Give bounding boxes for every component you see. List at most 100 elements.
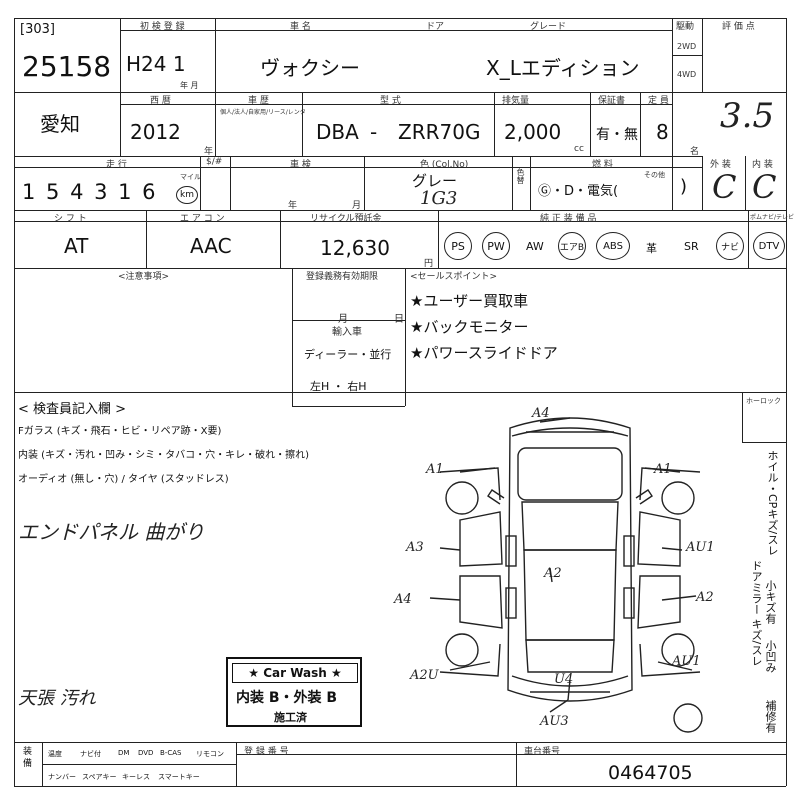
equip-leather: 革 (646, 242, 657, 255)
divider (748, 210, 749, 268)
label-sc: $/# (206, 157, 223, 167)
label-selling-points: <セールスポイント> (410, 272, 498, 282)
equip-pw: PW (482, 232, 510, 260)
label-model-code: 型 式 (380, 96, 401, 106)
divider (215, 18, 216, 156)
damage-code-u4: U4 (554, 672, 574, 687)
divider (438, 210, 439, 268)
km-unit: km (176, 186, 198, 204)
damage-code-a2u: A2U (410, 668, 439, 683)
cc-unit: cc (574, 144, 584, 154)
divider (364, 156, 365, 210)
label-first-reg: 初 検 登 録 (140, 22, 185, 32)
label-fuel: 燃 料 (592, 160, 613, 170)
inspection-year-unit: 年 (288, 201, 298, 211)
region: 愛知 (40, 112, 80, 136)
acc-item: DVD (138, 749, 154, 757)
label-accessories: 装 備 (21, 746, 31, 767)
divider (302, 92, 303, 156)
divider (516, 742, 517, 786)
divider (745, 156, 746, 210)
damage-code-a4-front: A4 (532, 406, 550, 421)
equip-navi: ナビ (716, 232, 744, 260)
recycle-fee: 12,630 (320, 236, 390, 260)
glass-line: Fガラス (キズ・飛石・ヒビ・リペア跡・X要) (18, 426, 222, 437)
row3-bottom (14, 210, 786, 211)
divider (120, 18, 121, 156)
label-recycle: リサイクル預託金 (310, 214, 382, 224)
interior-grade: C (752, 168, 777, 206)
label-interior: 内 装 (752, 160, 773, 170)
divider (742, 442, 786, 443)
label-shift: シ フ ト (54, 214, 87, 224)
border-top (14, 18, 786, 19)
label-reg-expiry: 登録義務有効期限 (306, 272, 379, 282)
year-month-label: 年 月 (180, 81, 199, 90)
divider (405, 268, 406, 406)
remark-end-panel: エンドパネル 曲がり (18, 520, 205, 544)
divider (230, 156, 231, 210)
acc-item: スマートキー (158, 773, 200, 781)
interior-line: 内装 (キズ・汚れ・凹み・シミ・タバコ・穴・キレ・破れ・擦れ) (18, 450, 309, 461)
exterior-grade: C (712, 168, 737, 206)
label-car-name: 車 名 (290, 22, 311, 32)
shift: AT (64, 234, 89, 258)
row2-bottom (14, 156, 702, 157)
equip-ps: PS (444, 232, 472, 260)
divider (494, 92, 495, 156)
row4-bottom (14, 268, 786, 269)
label-line (236, 754, 786, 755)
aircon: AAC (190, 234, 232, 258)
label-displacement: 排気量 (502, 96, 530, 106)
car-diagram (429, 417, 703, 733)
label-drive: 駆動 (676, 22, 695, 32)
label-mileage: 走 行 (106, 160, 127, 170)
model-dash: - (370, 120, 378, 144)
yen-unit: 円 (424, 259, 434, 269)
carwash-done: 施工済 (274, 711, 307, 726)
reg-day-unit: 日 (394, 314, 404, 325)
label-lock: ホーロック (746, 397, 781, 405)
acc-item: スペアキー (82, 773, 117, 781)
label-score: 評 価 点 (722, 22, 755, 32)
damage-code-a1-left: A1 (426, 462, 444, 477)
history-options: 個人/法人/自家用/リース/レンタ (220, 109, 306, 116)
border-right (786, 18, 787, 786)
drive-2wd: 2WD (677, 42, 697, 51)
color-change-label: 色替 (516, 168, 525, 184)
year: 2012 (130, 120, 181, 144)
small-dent-label: 小凹み (764, 640, 777, 673)
selling-point-3: ★パワースライドドア (410, 344, 558, 362)
divider (292, 406, 405, 407)
chassis-number: 0464705 (608, 762, 693, 784)
displacement: 2,000 (504, 120, 562, 144)
first-reg: H24 1 (126, 52, 186, 76)
label-reg-no: 登 録 番 号 (244, 747, 289, 757)
reg-month-unit: 月 (338, 314, 348, 325)
year-unit: 年 (204, 147, 214, 157)
mileage: 1 5 4 3 1 6 (22, 180, 158, 204)
row1-bottom (14, 92, 786, 93)
divider (640, 92, 641, 156)
steering-option: 左H ・ 右H (310, 380, 367, 393)
equip-dtv: DTV (753, 232, 785, 260)
drive-4wd: 4WD (677, 70, 697, 79)
damage-code-au3: AU3 (540, 714, 569, 729)
grade: X_Lエディション (486, 56, 640, 80)
lot-code: [303] (20, 22, 55, 37)
damage-code-a2-roof: A2 (544, 566, 562, 581)
inspector-title: < 検査員記入欄 > (18, 402, 127, 417)
fuel-options: Ⓖ・D・電気( (538, 184, 619, 199)
equip-airbag: エアB (558, 232, 586, 260)
label-line (120, 30, 672, 31)
equip-abs: ABS (596, 232, 630, 260)
divider (292, 268, 293, 406)
acc-item: ナンバー (48, 773, 76, 781)
border-left (14, 18, 15, 786)
notes-bottom (14, 392, 786, 393)
fuel-other-label: その他 (644, 171, 665, 179)
label-history: 車 歴 (248, 96, 269, 106)
damage-code-a4-left: A4 (394, 592, 412, 607)
label-line (14, 221, 786, 222)
label-caution: <注意事項> (118, 272, 170, 282)
